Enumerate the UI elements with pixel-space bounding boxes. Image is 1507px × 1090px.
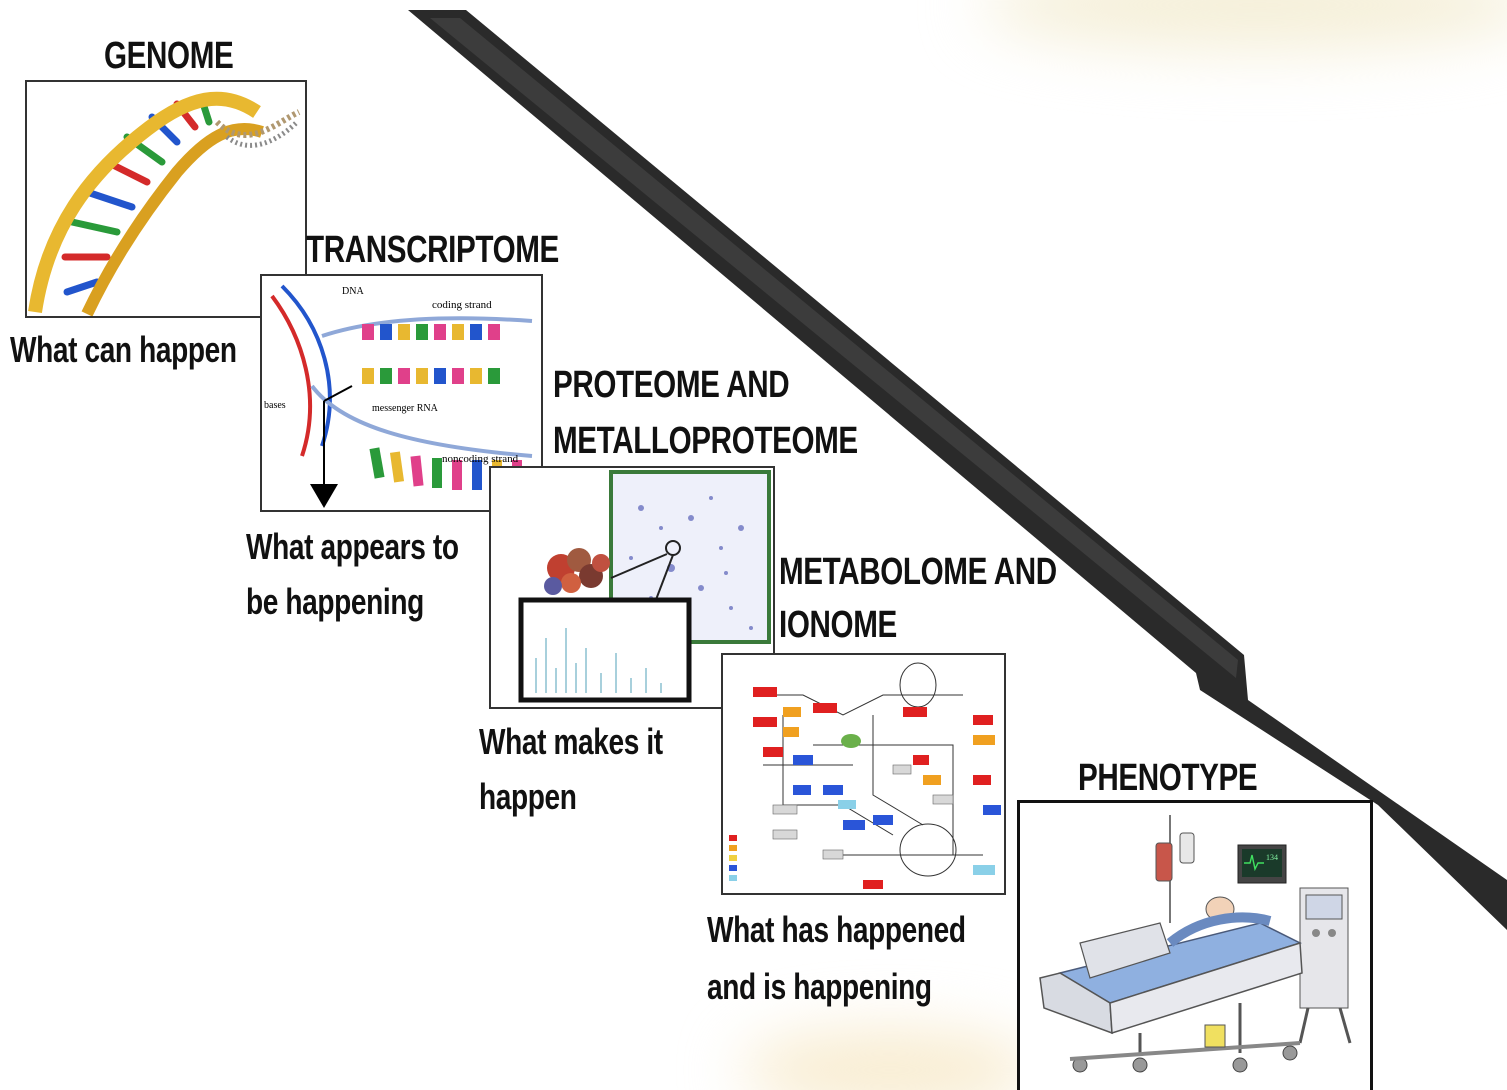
iv-bag-icon (1155, 842, 1173, 882)
proteome-title-line-2: METALLOPROTEOME (553, 420, 858, 462)
hospital-bed-patient-icon: 134 (1039, 815, 1352, 1073)
proteome-image (489, 466, 775, 709)
urine-bag-icon (1204, 1024, 1226, 1048)
transcriptome-caption-line-2: be happening (246, 581, 424, 622)
genome-caption: What can happen (10, 329, 237, 370)
coding-strand-bases-icon (362, 324, 500, 340)
dna-helix-icon (28, 91, 301, 316)
phenotype-image: 134 (1017, 800, 1373, 1090)
metabolome-title-line-2: IONOME (779, 604, 897, 646)
metabolome-image (721, 653, 1006, 895)
phenotype-title: PHENOTYPE (1078, 757, 1258, 799)
protein-structure-icon (544, 548, 610, 595)
down-arrow-icon (310, 484, 338, 508)
transcription-icon: DNA coding strand bases messenger RNA no… (264, 284, 533, 508)
cascade-arrow-shape (408, 10, 1507, 930)
messenger-rna-label: messenger RNA (372, 403, 439, 414)
transcriptome-title: TRANSCRIPTOME (306, 229, 559, 271)
green-node-icon (841, 734, 861, 748)
metabolome-caption-line-1: What has happened (707, 909, 966, 950)
metabolome-caption-line-2: and is happening (707, 966, 932, 1007)
background-glow-bottom (740, 1030, 1040, 1090)
legend-icon (729, 835, 737, 881)
metabolic-pathway-icon (729, 662, 1001, 889)
transcriptome-caption-line-1: What appears to (246, 526, 459, 567)
proteome-caption-line-1: What makes it (479, 721, 663, 762)
dna-label: DNA (342, 286, 364, 297)
coding-strand-label: coding strand (432, 299, 492, 311)
proteome-title-line-1: PROTEOME AND (553, 364, 790, 406)
messenger-rna-bases-icon (362, 368, 500, 384)
noncoding-strand-label: noncoding strand (442, 453, 519, 465)
genome-title: GENOME (104, 35, 234, 77)
bases-label: bases (264, 400, 286, 411)
monitor-readout: 134 (1266, 853, 1278, 862)
genome-image (25, 80, 307, 318)
proteome-caption-line-2: happen (479, 776, 577, 817)
metabolome-title-line-1: METABOLOME AND (779, 551, 1057, 593)
protein-gel-icon (518, 470, 771, 703)
